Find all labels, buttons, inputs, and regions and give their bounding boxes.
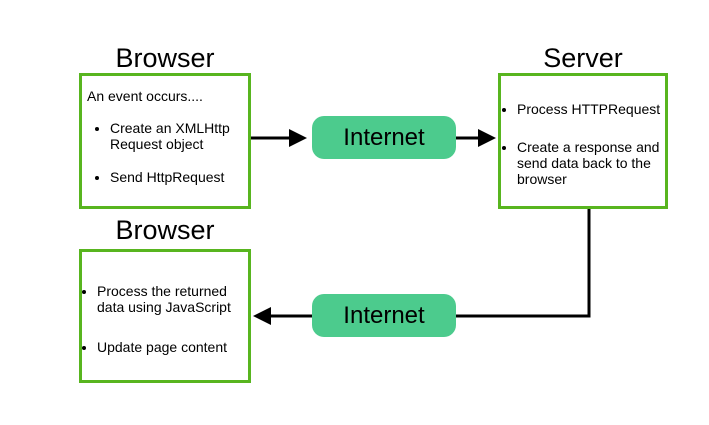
- server-box: Process HTTPRequest Create a response an…: [498, 73, 668, 209]
- browser-bottom-box: Process the returned data using JavaScri…: [79, 249, 251, 383]
- internet-request-node: Internet: [312, 116, 456, 159]
- server-title: Server: [543, 43, 623, 73]
- bullet-item: Send HttpRequest: [110, 169, 240, 185]
- browser-top-box: An event occurs.... Create an XMLHttp Re…: [79, 73, 251, 209]
- bullet-item: Update page content: [97, 339, 246, 355]
- browser-bottom-title: Browser: [115, 215, 215, 245]
- browser-top-title: Browser: [115, 43, 215, 73]
- bullet-item: Create an XMLHttp Request object: [110, 120, 240, 152]
- internet-response-node: Internet: [312, 294, 456, 337]
- arrowhead-right-to-server-icon: [478, 129, 496, 147]
- server-bullet-list: Process HTTPRequest Create a response an…: [503, 101, 663, 187]
- browser-top-bullet-list: Create an XMLHttp Request object Send Ht…: [87, 120, 244, 185]
- browser-top-intro: An event occurs....: [87, 88, 203, 104]
- arrow-server-to-internet-elbow: [456, 209, 591, 318]
- browser-bottom-bullet-list: Process the returned data using JavaScri…: [82, 283, 246, 355]
- bullet-item: Process HTTPRequest: [517, 101, 663, 117]
- bullet-item: Create a response and send data back to …: [517, 139, 663, 187]
- internet-response-label: Internet: [343, 301, 425, 329]
- arrowhead-right-to-internet-icon: [289, 129, 307, 147]
- internet-request-label: Internet: [343, 123, 425, 151]
- arrowhead-left-to-browser-icon: [253, 307, 271, 325]
- bullet-item: Process the returned data using JavaScri…: [97, 283, 246, 315]
